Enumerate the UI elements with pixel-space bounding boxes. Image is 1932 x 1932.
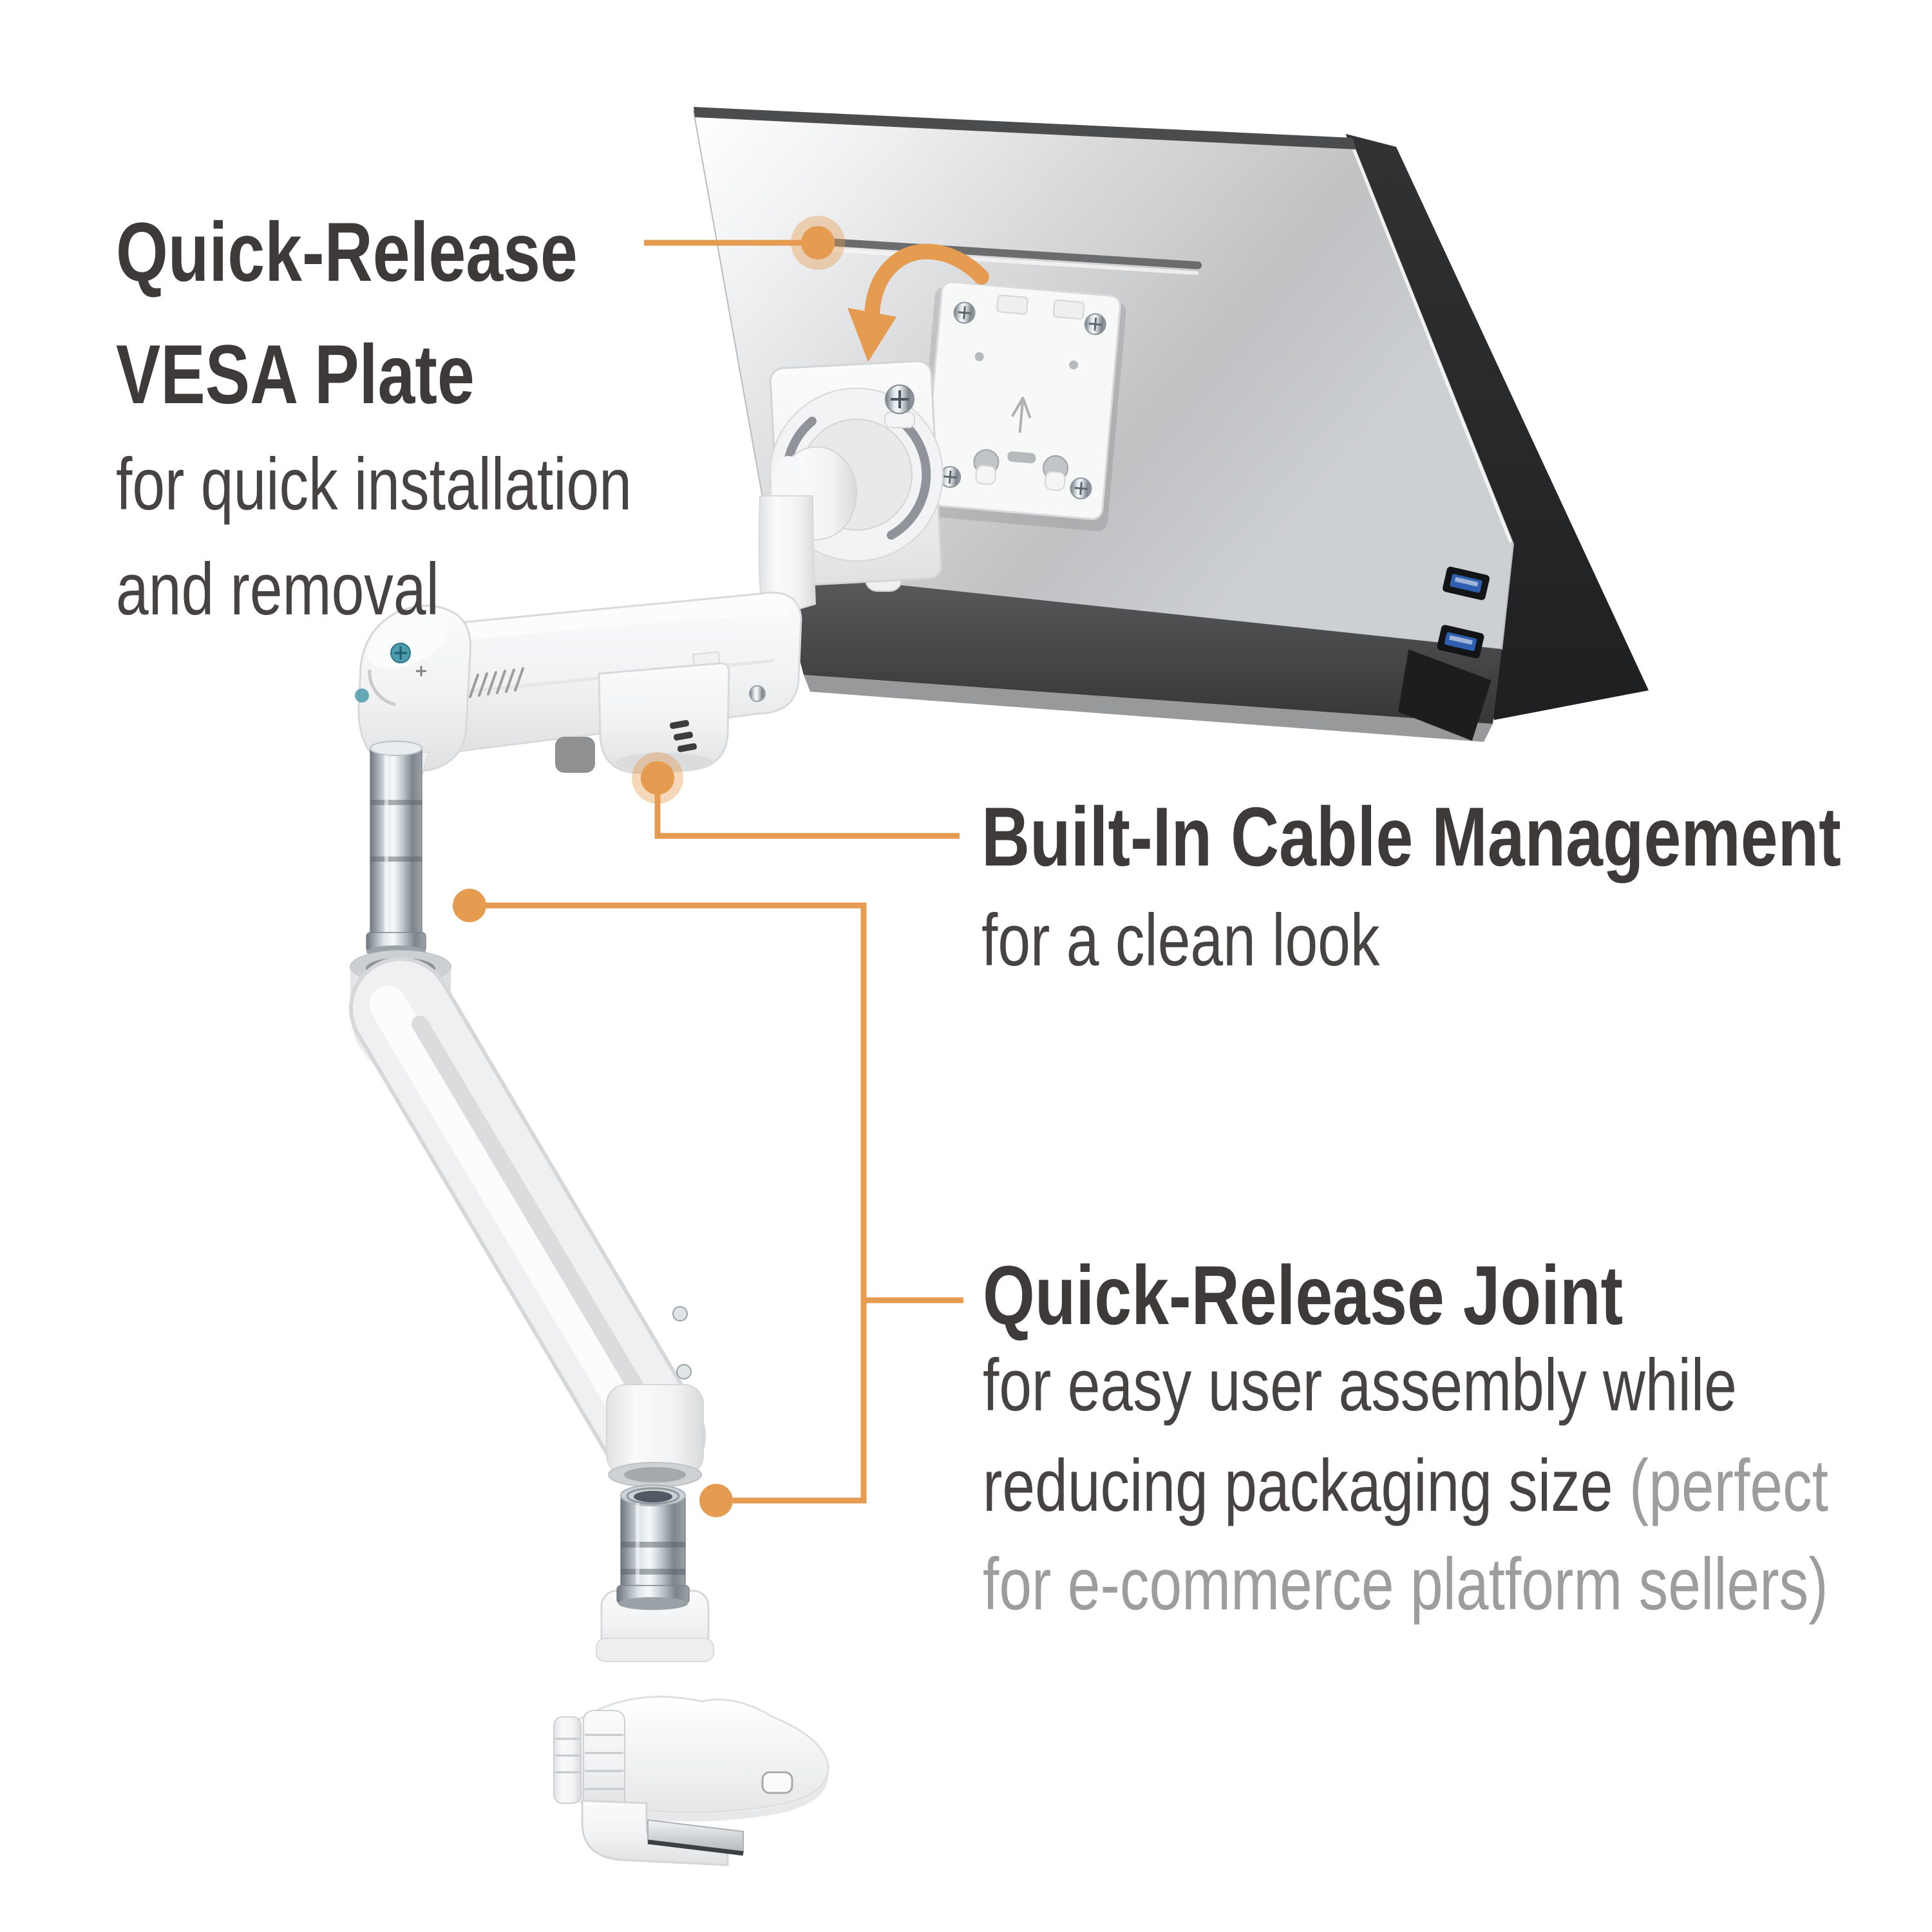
clip-slots: [669, 720, 697, 752]
hook-tab: [1052, 299, 1085, 320]
head-top-face: [366, 614, 448, 669]
callout-cable-title: Built-In Cable Management: [981, 790, 1841, 884]
vent-slot-highlight: [808, 247, 1198, 275]
set-screw: [672, 1306, 688, 1321]
base-button: [761, 1771, 793, 1794]
keyhole-tab: [1044, 471, 1066, 491]
arm-mount-head: [758, 360, 943, 621]
clamp-spacers: [553, 1710, 625, 1812]
ring-slot: [887, 417, 931, 540]
arm-tube-shade: [412, 1016, 679, 1455]
clamp-foot-edge: [647, 1839, 744, 1856]
screw-wing: [884, 412, 915, 428]
callout-cable-desc: for a clean look: [981, 900, 1380, 981]
edge-highlight: [1350, 145, 1513, 543]
ring-screw-cross: [891, 390, 909, 408]
callout-line-cable: [654, 793, 960, 839]
usb-port: [1437, 625, 1484, 659]
monitor-bottom-lip: [804, 675, 1493, 742]
callout-joint-desc-line-1: for easy user assembly while: [983, 1345, 1737, 1426]
monitor-side-frame: [1346, 134, 1649, 720]
vent-slot: [805, 237, 1202, 269]
pivot-screw: [749, 685, 766, 702]
riser-flange: [596, 1638, 714, 1662]
callout-dot-joint-bottom: [699, 1484, 733, 1517]
callout-joint-desc-line-3: for e-commerce platform sellers): [983, 1544, 1828, 1625]
arm-tube-highlight: [369, 986, 661, 1451]
tension-screw: [355, 688, 369, 703]
set-screw: [676, 1364, 692, 1379]
upper-arm: [355, 591, 802, 782]
callout-dot-vesa: [801, 226, 835, 260]
usb-ports: [1397, 566, 1492, 741]
callout-vesa-title-line-2: VESA Plate: [116, 327, 475, 421]
callout-dot-cable: [641, 761, 674, 795]
desc-dark-part: reducing packaging size: [983, 1445, 1613, 1527]
port-wedge: [1397, 649, 1492, 741]
housing-lid: [420, 594, 788, 665]
head-dial-arc: [368, 669, 396, 706]
callout-vesa-title-line-1: Quick-Release: [116, 205, 578, 299]
rotate-arrow-arc: [864, 243, 989, 322]
clip-mount-rubber: [555, 737, 595, 773]
top-quick-release-stud: [366, 741, 426, 958]
callout-dot-joint-top: [453, 889, 486, 922]
desc-muted-part: (perfect: [1613, 1445, 1829, 1527]
callout-connectors: [453, 216, 989, 1517]
pilot-hole: [974, 352, 984, 361]
monitor-top-edge: [694, 107, 1356, 149]
lower-socket-bore: [624, 1467, 686, 1482]
callout-vesa-desc-line-2: and removal: [116, 549, 439, 630]
lower-arm: [349, 950, 706, 1488]
clip-opening: [616, 753, 714, 772]
bottom-quick-release-stud: [616, 1484, 690, 1610]
up-arrow-mark: [1011, 397, 1032, 433]
rotate-arrow-icon: [848, 243, 989, 362]
monitor-bottom-band: [776, 572, 1502, 724]
tension-screw-cross: [394, 647, 407, 659]
rotate-arrow-head: [848, 308, 896, 362]
desk-clamp-base: [553, 1589, 829, 1866]
hook-tab: [996, 294, 1028, 315]
lower-end-socket: [606, 1384, 704, 1475]
cable-management-clip: [598, 650, 730, 774]
callout-joint-desc-line-2: reducing packaging size (perfect: [983, 1450, 1828, 1523]
callout-vesa-desc-line-1: for quick installation: [116, 444, 632, 526]
vesa-plate-on-monitor: [916, 281, 1126, 531]
housing-vents: [469, 667, 524, 698]
plate-screw-crosses: [943, 306, 1102, 495]
pilot-hole: [1069, 360, 1079, 370]
callout-joint-title: Quick-Release Joint: [983, 1248, 1624, 1342]
plus-mark: [416, 666, 426, 676]
callout-line-joint: [485, 902, 867, 1504]
latch-slot: [1007, 451, 1036, 464]
stud-bore: [634, 1491, 672, 1502]
usb-port: [1443, 566, 1490, 600]
keyhole-tab: [975, 465, 997, 485]
